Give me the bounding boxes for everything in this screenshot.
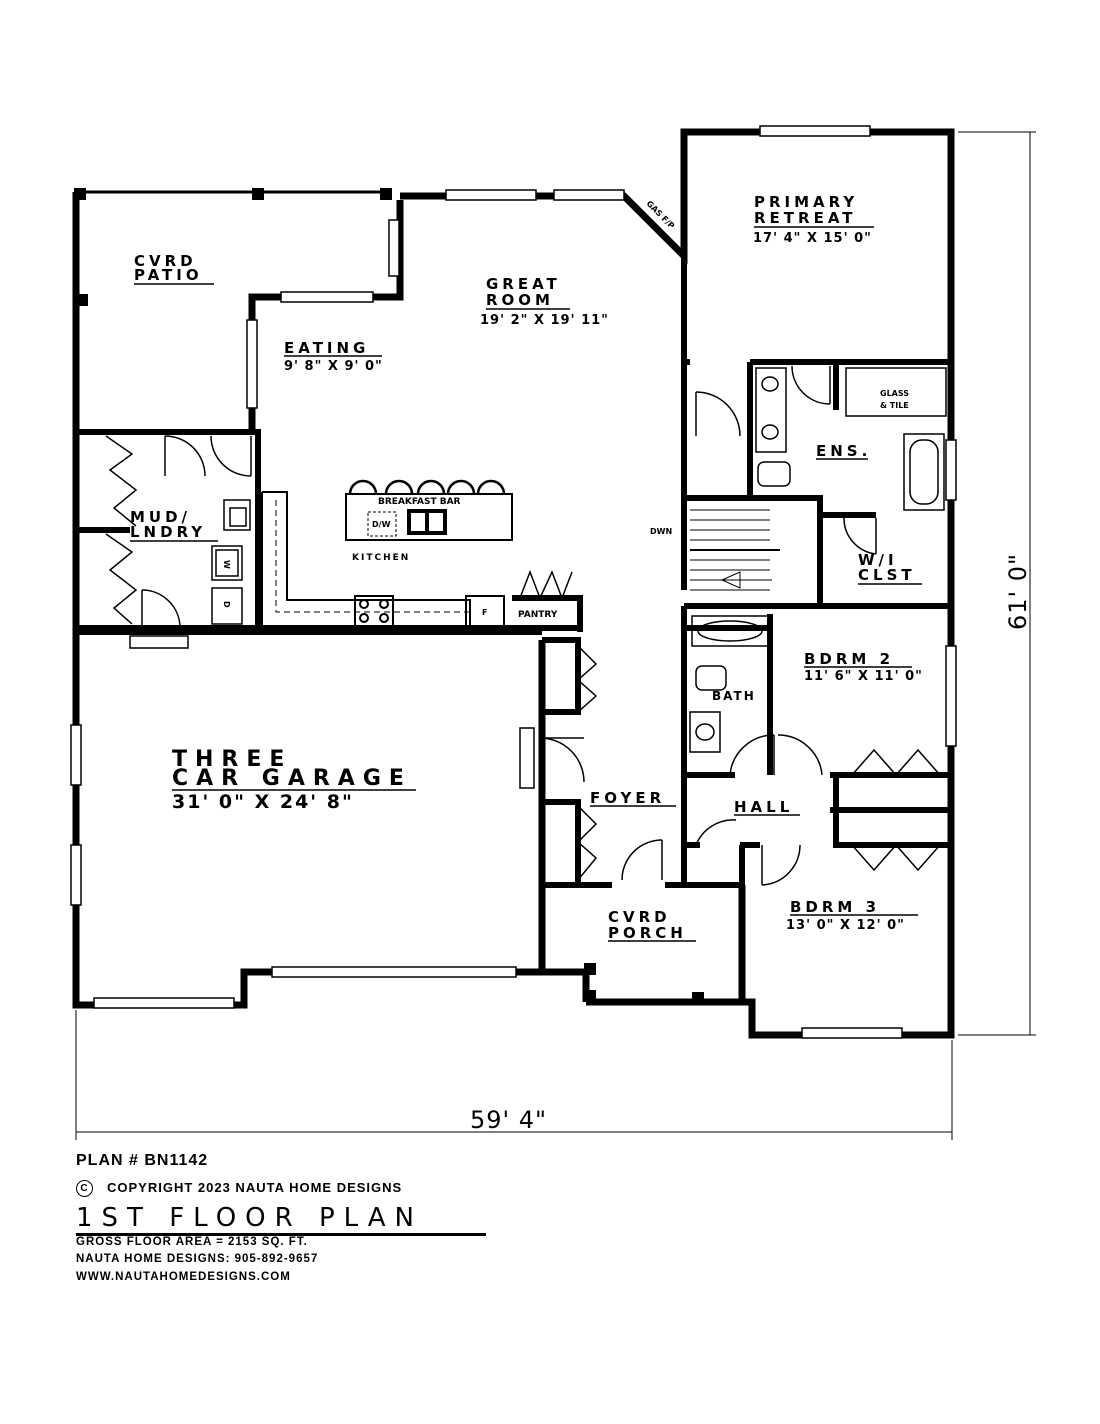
- plan-title: 1ST FLOOR PLAN: [76, 1203, 486, 1236]
- bar-stools: [348, 479, 506, 495]
- interior-walls: [73, 256, 951, 888]
- door-swings: [141, 365, 877, 886]
- bath-fixtures: [689, 367, 947, 753]
- primary-retreat-dimension: 17' 4" X 15' 0": [753, 231, 872, 246]
- copyright-text: COPYRIGHT 2023 NAUTA HOME DESIGNS: [107, 1180, 403, 1195]
- overall-width-label: 59' 4": [470, 1106, 547, 1134]
- great-room-label-1: GREAT: [486, 275, 561, 293]
- bath-label: BATH: [712, 689, 756, 703]
- plan-number: PLAN # BN1142: [76, 1152, 209, 1169]
- bifold-doors: [105, 435, 941, 881]
- cvrd-patio-label-1: CVRD: [134, 252, 197, 270]
- kitchen-label: KITCHEN: [352, 553, 410, 563]
- laundry-fixtures: [211, 499, 251, 625]
- great-room-dimension: 19' 2" X 19' 11": [480, 313, 609, 328]
- mud-lndry-label-2: LNDRY: [130, 523, 206, 541]
- label-underlines: [130, 226, 922, 942]
- breakfast-bar-label: BREAKFAST BAR: [378, 497, 461, 507]
- copyright-line: C COPYRIGHT 2023 NAUTA HOME DESIGNS: [76, 1180, 403, 1198]
- primary-retreat-label-2: RETREAT: [754, 209, 857, 227]
- gross-floor-area: GROSS FLOOR AREA = 2153 SQ. FT.: [76, 1236, 308, 1248]
- eating-label: EATING: [284, 339, 369, 357]
- windows: [70, 125, 957, 1039]
- fireplace: [623, 195, 685, 257]
- dryer-label: D: [222, 601, 231, 608]
- mud-lndry-label-1: MUD/: [130, 508, 191, 526]
- great-room-label-2: ROOM: [486, 291, 554, 309]
- fridge-label: F: [482, 608, 487, 617]
- garage-label-2: CAR GARAGE: [172, 766, 412, 791]
- copyright-icon: C: [76, 1180, 93, 1198]
- overall-dimension-labels: 59' 4" 61' 0": [470, 553, 1032, 1134]
- wi-clst-label-1: W/I: [858, 551, 898, 569]
- company-phone: NAUTA HOME DESIGNS: 905-892-9657: [76, 1253, 319, 1265]
- columns: [74, 188, 704, 1004]
- bdrm3-label: BDRM 3: [790, 898, 880, 916]
- room-labels: CVRD PATIO GREAT ROOM 19' 2" X 19' 11" P…: [130, 193, 923, 942]
- hall-label: HALL: [734, 798, 793, 816]
- dishwasher-label: D/W: [372, 520, 391, 529]
- wi-clst-label-2: CLST: [858, 566, 916, 584]
- glass-tile-label-2: & TILE: [880, 401, 909, 410]
- staircase: [690, 509, 780, 591]
- dimension-lines: [75, 131, 1036, 1140]
- bdrm3-dimension: 13' 0" X 12' 0": [786, 918, 905, 933]
- foyer-label: FOYER: [590, 789, 665, 807]
- garage-dimension: 31' 0" X 24' 8": [172, 791, 354, 813]
- bdrm2-label: BDRM 2: [804, 650, 894, 668]
- cvrd-porch-label-1: CVRD: [608, 908, 671, 926]
- pantry-label: PANTRY: [518, 610, 558, 620]
- eating-dimension: 9' 8" X 9' 0": [284, 359, 383, 374]
- garage-label-1: THREE: [172, 747, 292, 772]
- company-website: WWW.NAUTAHOMEDESIGNS.COM: [76, 1271, 291, 1283]
- kitchen-counters: [261, 491, 513, 629]
- cvrd-porch-label-2: PORCH: [608, 924, 687, 942]
- fixture-labels: BREAKFAST BAR D/W PANTRY F W D GAS F/P G…: [222, 199, 909, 620]
- overall-depth-label: 61' 0": [1004, 553, 1032, 630]
- primary-retreat-label-1: PRIMARY: [754, 193, 858, 211]
- glass-tile-label-1: GLASS: [880, 389, 909, 398]
- ens-label: ENS.: [816, 442, 871, 460]
- washer-label: W: [222, 560, 231, 569]
- stair-down-label: DWN: [650, 527, 672, 536]
- cvrd-patio-label-2: PATIO: [134, 266, 203, 284]
- bdrm2-dimension: 11' 6" X 11' 0": [804, 669, 923, 684]
